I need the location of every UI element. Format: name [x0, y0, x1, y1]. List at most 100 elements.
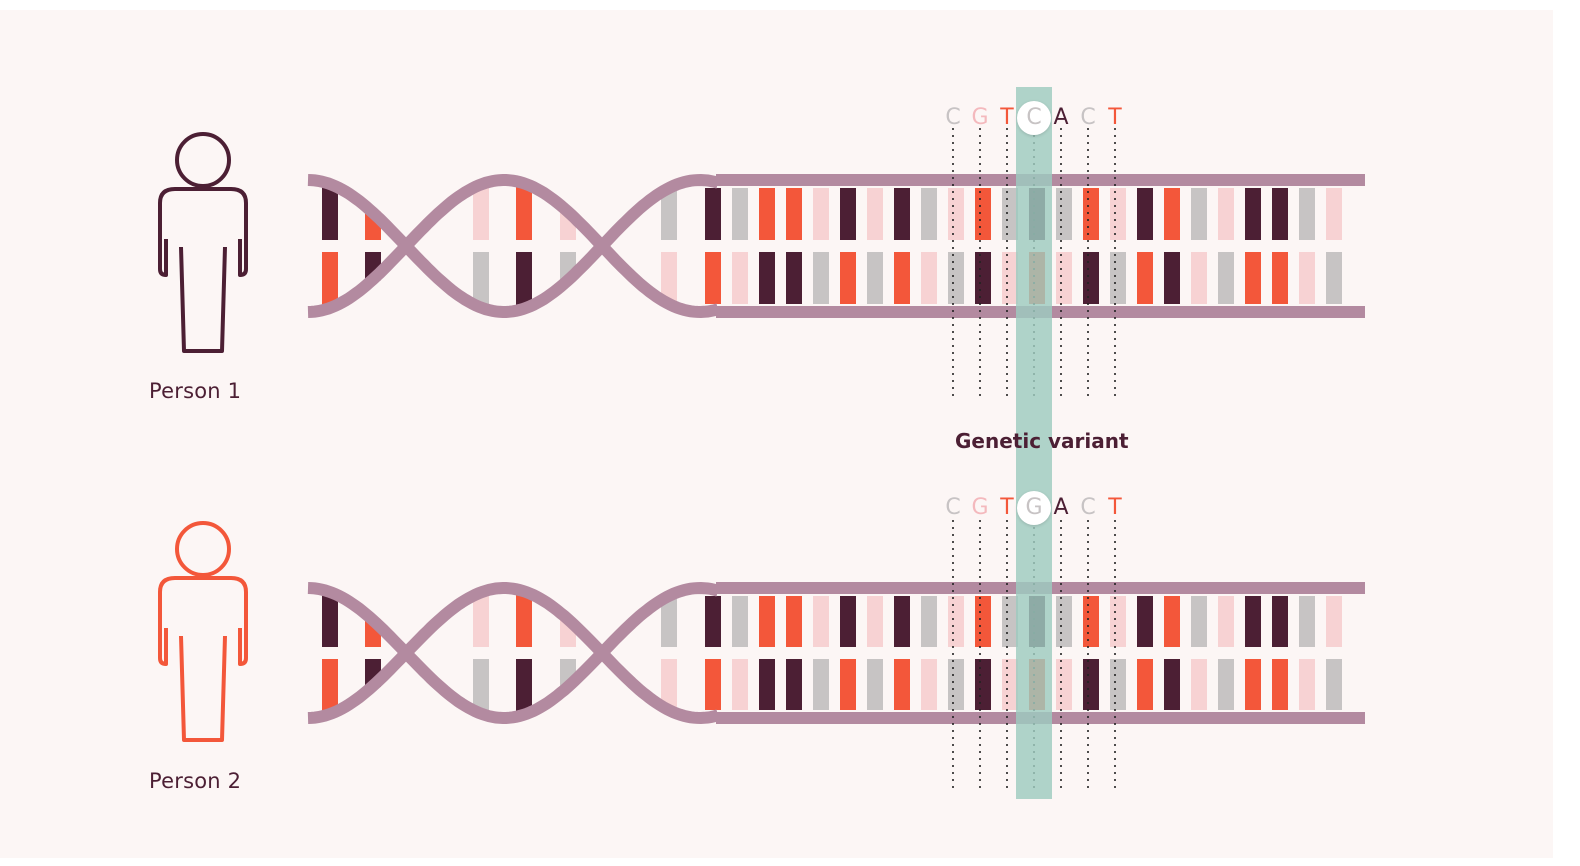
base-top: [1191, 188, 1207, 240]
base-letter: C: [1080, 495, 1096, 520]
base-top: [322, 595, 338, 647]
base-bottom: [1272, 252, 1288, 304]
base-bottom: [1218, 252, 1234, 304]
base-letter: T: [1000, 105, 1014, 130]
dna-strand-person-2: [307, 581, 1365, 725]
variant-highlight-band: [1016, 87, 1052, 799]
base-top: [1326, 596, 1342, 647]
base-bottom: [1164, 252, 1180, 304]
base-letter: C: [1080, 105, 1096, 130]
base-top: [1137, 188, 1153, 240]
base-top: [786, 188, 802, 240]
base-top: [1083, 596, 1099, 647]
base-top: [1164, 188, 1180, 240]
person-2-icon: [158, 521, 248, 742]
base-top: [732, 596, 748, 647]
base-top: [840, 596, 856, 647]
base-letter: A: [1053, 105, 1069, 130]
base-letter: C: [945, 495, 961, 520]
base-top: [1191, 596, 1207, 647]
base-top: [759, 596, 775, 647]
base-top: [516, 594, 532, 647]
base-bottom: [322, 659, 338, 711]
base-top: [661, 190, 677, 240]
base-top: [786, 596, 802, 647]
base-bottom: [1191, 252, 1207, 304]
base-bottom: [1299, 252, 1315, 304]
base-bottom: [948, 659, 964, 710]
base-letter: T: [1108, 105, 1122, 130]
base-top: [322, 187, 338, 240]
genetic-variant-label: Genetic variant: [955, 429, 1129, 453]
person-1-label: Person 1: [149, 379, 242, 403]
base-bottom: [322, 252, 338, 305]
base-bottom: [661, 659, 677, 708]
base-bottom: [948, 252, 964, 304]
base-top: [813, 596, 829, 647]
base-top: [867, 596, 883, 647]
base-top: [948, 596, 964, 647]
base-letter: T: [1108, 495, 1122, 520]
base-top: [1110, 188, 1126, 240]
base-bottom: [813, 252, 829, 304]
base-bottom: [1002, 659, 1018, 710]
base-bottom: [813, 659, 829, 710]
base-bottom: [473, 659, 489, 711]
base-bottom: [1272, 659, 1288, 710]
base-bottom: [759, 252, 775, 304]
base-bottom: [1002, 252, 1018, 304]
base-top: [661, 598, 677, 647]
base-top: [1002, 596, 1018, 647]
base-top: [894, 596, 910, 647]
backbone-strand: [307, 174, 720, 319]
base-top: [1299, 596, 1315, 647]
base-top: [1083, 188, 1099, 240]
base-bottom: [840, 659, 856, 710]
base-bottom: [1083, 252, 1099, 304]
base-bottom: [921, 659, 937, 710]
base-letter: T: [1000, 495, 1014, 520]
base-bottom: [661, 252, 677, 302]
base-top: [1137, 596, 1153, 647]
base-top: [1245, 188, 1261, 240]
base-bottom: [1218, 659, 1234, 710]
base-bottom: [1245, 252, 1261, 304]
base-top: [705, 188, 721, 240]
base-top: [894, 188, 910, 240]
base-bottom: [1137, 252, 1153, 304]
base-bottom: [1326, 252, 1342, 304]
base-bottom: [516, 659, 532, 712]
base-top: [1272, 188, 1288, 240]
backbone-strand: [307, 581, 720, 724]
variant-circle: [1017, 101, 1051, 135]
base-bottom: [473, 252, 489, 305]
base-top: [1002, 188, 1018, 240]
base-bottom: [1056, 252, 1072, 304]
base-top: [732, 188, 748, 240]
base-bottom: [1191, 659, 1207, 710]
base-bottom: [1056, 659, 1072, 710]
base-letter: G: [971, 105, 989, 130]
base-letter: G: [971, 495, 989, 520]
backbone-strand: [307, 173, 720, 318]
base-top: [1056, 596, 1072, 647]
base-top: [516, 186, 532, 240]
base-top: [921, 596, 937, 647]
base-top: [473, 595, 489, 647]
base-letter: C: [945, 105, 961, 130]
base-top: [759, 188, 775, 240]
base-top: [867, 188, 883, 240]
base-bottom: [705, 252, 721, 304]
base-bottom: [732, 659, 748, 710]
base-bottom: [921, 252, 937, 304]
base-bottom: [1083, 659, 1099, 710]
base-top: [975, 188, 991, 240]
person-2-label: Person 2: [149, 769, 242, 793]
base-top: [948, 188, 964, 240]
base-bottom: [1137, 659, 1153, 710]
base-bottom: [759, 659, 775, 710]
base-top: [1218, 188, 1234, 240]
backbone-strand: [307, 582, 720, 725]
base-bottom: [1110, 252, 1126, 304]
